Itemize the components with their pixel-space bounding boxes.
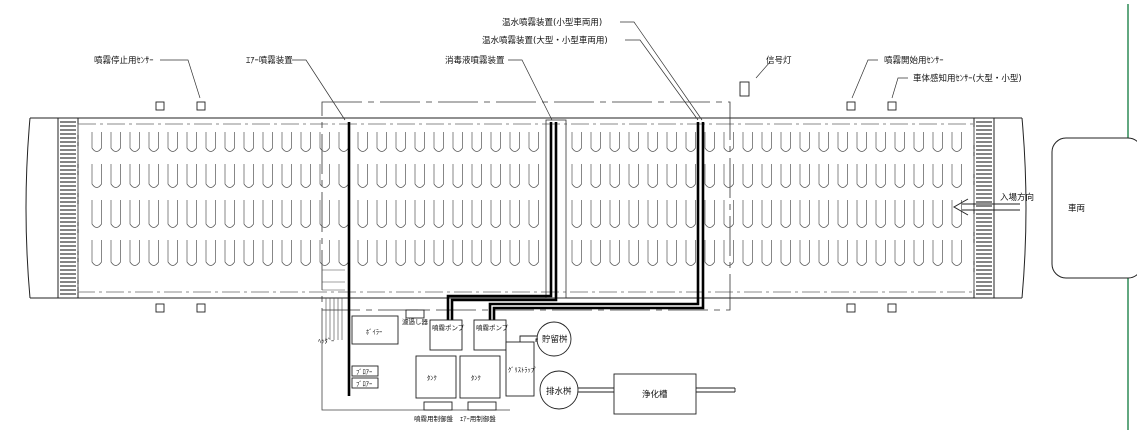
boiler-box (351, 315, 399, 345)
disinfectant-pipe-2 (450, 122, 558, 320)
air-panel-box (467, 401, 497, 411)
sensor-boxes (155, 101, 897, 313)
spray-panel-box (423, 401, 453, 411)
pipe-loop (571, 132, 962, 152)
label-air-spray-device: ｴｱｰ噴霧装置 (246, 55, 293, 66)
warm-water-pipe-large (488, 122, 700, 320)
pipe-loop (91, 240, 539, 266)
label-drain-basin: 排水桝 (546, 386, 572, 397)
label-warm-water-large-small: 温水噴霧装置(大型・小型車両用) (482, 35, 608, 46)
label-vehicle: 車両 (1068, 203, 1086, 214)
floor-heating-pipes-right (571, 132, 962, 266)
floor-heating-pipes-left (91, 132, 539, 266)
label-vehicle-sensor: 車体感知用ｾﾝｻｰ(大型・小型) (913, 73, 1022, 84)
pump-right-box (473, 319, 507, 351)
label-disinfectant-spray-device: 消毒液噴霧装置 (445, 55, 505, 66)
signal-light-icon (739, 81, 750, 97)
sensor-box (196, 303, 206, 313)
label-storage-basin: 貯留桝 (542, 334, 568, 345)
pipe-loop (91, 132, 539, 152)
pipe-loop (91, 200, 539, 228)
label-warm-water-small: 温水噴霧装置(小型車両用) (502, 17, 602, 28)
leader-lines (160, 21, 908, 121)
purification-tank-box (613, 373, 697, 415)
drain-basin-circle (539, 370, 579, 410)
annotation-labels: 噴霧停止用ｾﾝｻｰ ｴｱｰ噴霧装置 消毒液噴霧装置 温水噴霧装置(小型車両用) … (94, 17, 1086, 423)
blower-2-box (351, 377, 379, 389)
device-frame-outline (321, 101, 731, 311)
label-header: ﾍｯﾀﾞｰ (318, 337, 334, 345)
drain-connections (519, 335, 736, 393)
tank-1-box (415, 355, 457, 399)
label-spray-stop-sensor: 噴霧停止用ｾﾝｻｰ (94, 55, 154, 66)
sensor-box (196, 101, 206, 111)
warm-water-pipe-small (492, 122, 705, 320)
tank-2-box (459, 355, 501, 399)
label-signal-light: 信号灯 (766, 55, 792, 66)
right-drain-grate (973, 117, 995, 299)
pipe-loop (571, 200, 962, 228)
sensor-box (887, 101, 897, 111)
pipe-loop (571, 164, 962, 188)
label-tank-1: ﾀﾝｸ (427, 374, 437, 382)
label-purification-tank: 浄化槽 (642, 389, 668, 400)
label-entry-direction: 入場方向 (1000, 192, 1034, 203)
label-filter: 濾過し器 (402, 317, 429, 326)
pump-left-box (429, 319, 463, 351)
road-outline (25, 117, 1027, 299)
spray-zone-outline (77, 123, 975, 293)
label-spray-start-sensor: 噴霧開始用ｾﾝｻｰ (884, 55, 944, 66)
label-grease-trap: ｸﾞﾘｽﾄﾗｯﾌﾟ (508, 366, 537, 374)
label-pump-left: 噴霧ポンプ (432, 323, 465, 332)
blower-1-box (351, 365, 379, 377)
label-boiler: ﾎﾞｲﾗｰ (366, 328, 382, 336)
label-tank-2: ﾀﾝｸ (471, 374, 481, 382)
spray-pipes (347, 122, 705, 396)
vehicle-shape (1051, 137, 1137, 279)
sensor-box (846, 101, 856, 111)
entry-arrow-icon (952, 198, 1020, 216)
sensor-box (155, 303, 165, 313)
label-blower-1: ﾌﾞﾛｱｰ (356, 368, 372, 376)
left-drain-grate (57, 117, 79, 299)
label-pump-right: 噴霧ポンプ (476, 323, 509, 332)
sensor-box (846, 303, 856, 313)
equipment (351, 309, 697, 415)
header-manifold (322, 269, 345, 340)
sensor-box (155, 101, 165, 111)
filter-box (405, 309, 425, 319)
label-air-control-panel: ｴｱｰ用制御盤 (460, 414, 496, 423)
pipe-loop (571, 240, 962, 266)
disinfectant-pipe (446, 122, 553, 320)
pipe-loop (91, 164, 539, 188)
label-blower-2: ﾌﾞﾛｱｰ (356, 380, 372, 388)
sensor-box (887, 303, 897, 313)
label-spray-control-panel: 噴霧用制御盤 (414, 414, 454, 423)
